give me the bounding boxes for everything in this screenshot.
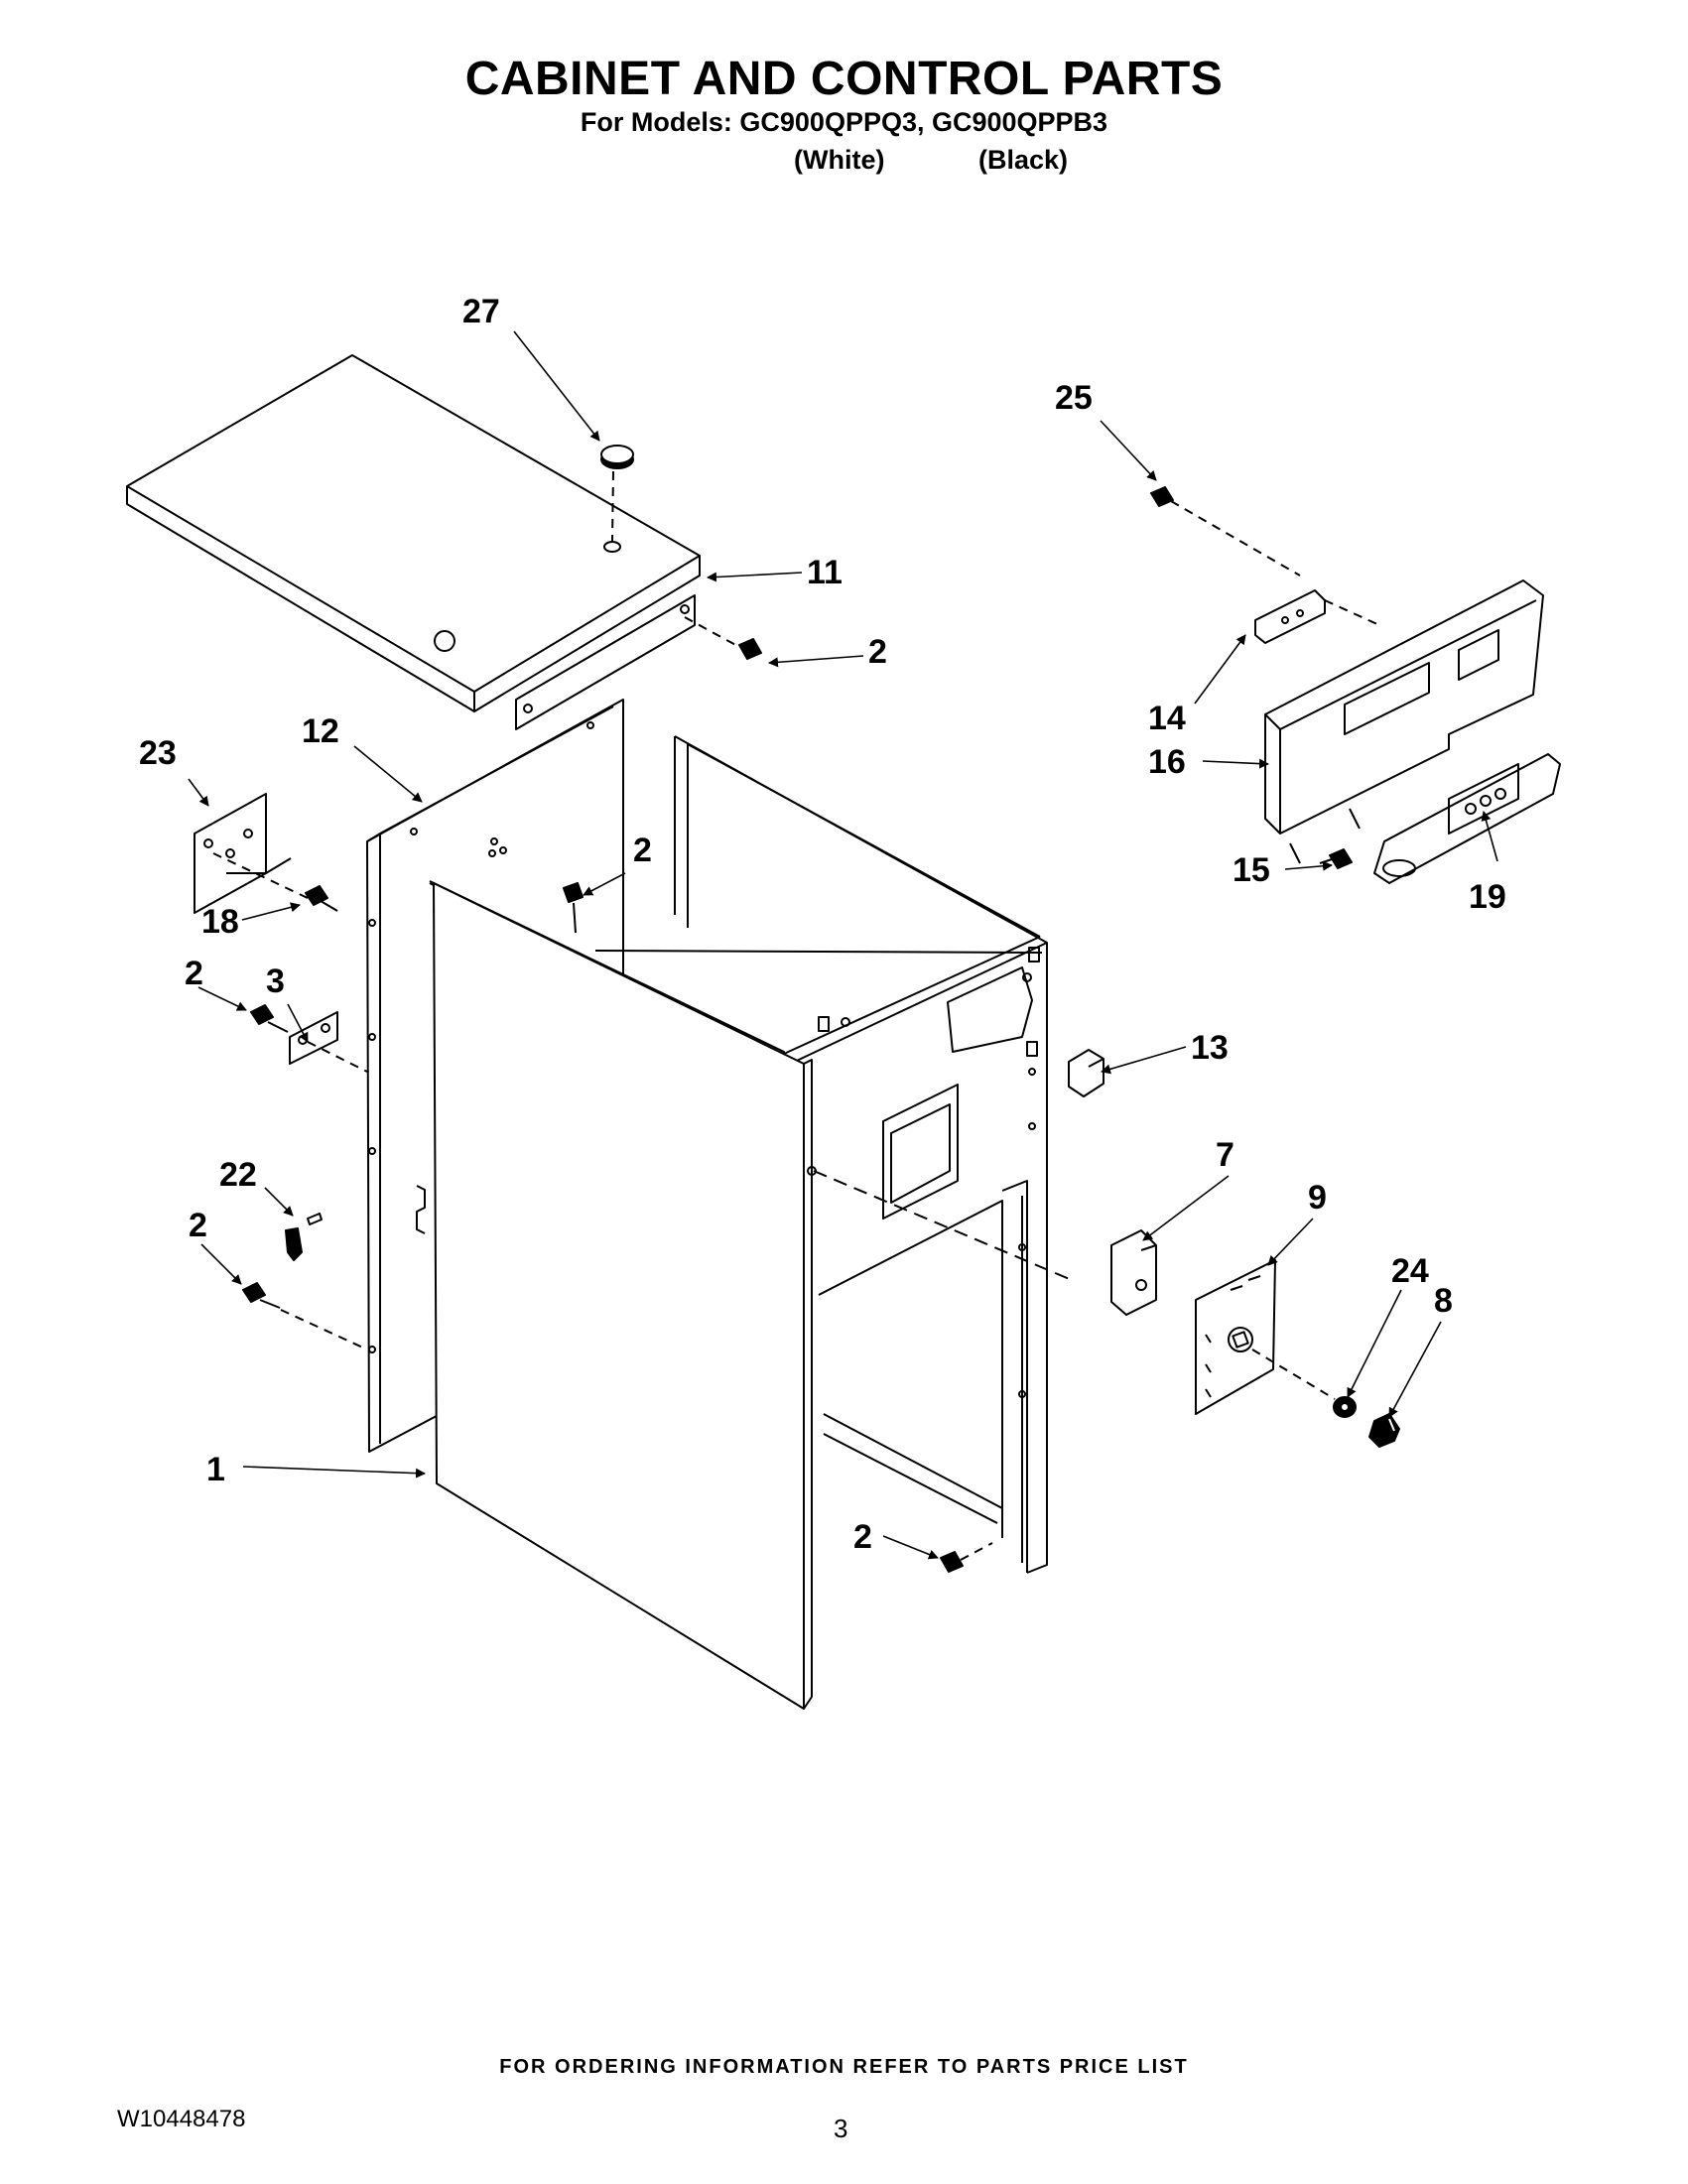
plate-part-9 xyxy=(1195,1259,1336,1415)
knob-part-8 xyxy=(1368,1413,1400,1448)
callout-numbers: 27 25 11 2 14 16 12 23 2 15 19 18 2 3 13… xyxy=(139,293,1506,1556)
switch-part-7 xyxy=(813,1170,1157,1316)
top-cover-part-11 xyxy=(126,354,701,730)
page-header: CABINET AND CONTROL PARTS For Models: GC… xyxy=(0,52,1688,138)
console-part-16 xyxy=(1264,579,1544,864)
callout-1: 1 xyxy=(206,1451,225,1488)
callout-23: 23 xyxy=(139,734,177,772)
callout-2-center: 2 xyxy=(633,832,652,869)
callout-2-top: 2 xyxy=(868,633,887,671)
plug-part-27 xyxy=(600,445,634,542)
screw-part-18 xyxy=(305,885,338,912)
callout-16: 16 xyxy=(1148,743,1186,781)
clip-part-22 xyxy=(285,1213,323,1261)
cabinet-frame xyxy=(429,735,1048,1574)
callout-2-low: 2 xyxy=(189,1207,207,1244)
document-number: W10448478 xyxy=(117,2106,246,2132)
callout-2-left: 2 xyxy=(185,955,203,992)
front-panel-part-1 xyxy=(433,882,813,1710)
screw-part-25 xyxy=(1150,486,1380,626)
ordering-note: FOR ORDERING INFORMATION REFER TO PARTS … xyxy=(499,2056,1189,2078)
callout-15: 15 xyxy=(1233,851,1270,889)
screw-part-2-top xyxy=(684,616,762,660)
nut-part-24 xyxy=(1333,1396,1357,1418)
leader-lines xyxy=(188,330,1498,1560)
bracket-part-14 xyxy=(1254,589,1326,644)
screw-part-2-left xyxy=(250,1004,289,1033)
screw-part-2-center xyxy=(563,882,584,934)
color-black-label: (Black) xyxy=(978,145,1069,175)
screw-part-2-low xyxy=(242,1282,368,1350)
screw-part-15 xyxy=(1319,848,1353,869)
screw-part-2-bottom xyxy=(940,1542,993,1573)
callout-14: 14 xyxy=(1148,700,1186,737)
overlay-part-19 xyxy=(1373,753,1561,884)
callout-13: 13 xyxy=(1191,1029,1229,1067)
callout-18: 18 xyxy=(201,903,239,941)
callout-11: 11 xyxy=(807,554,843,591)
callout-25: 25 xyxy=(1055,379,1093,417)
knob-part-13 xyxy=(1068,1049,1104,1097)
callout-3: 3 xyxy=(266,963,285,1000)
color-white-label: (White) xyxy=(794,145,885,175)
callout-12: 12 xyxy=(302,712,339,750)
models-line: For Models: GC900QPPQ3, GC900QPPB3 xyxy=(580,107,1108,137)
callout-24: 24 xyxy=(1391,1252,1429,1290)
callout-9: 9 xyxy=(1308,1179,1327,1217)
callout-2-bottom: 2 xyxy=(853,1518,872,1556)
callout-19: 19 xyxy=(1469,878,1506,916)
callout-8: 8 xyxy=(1434,1282,1453,1320)
bracket-part-3 xyxy=(289,1011,368,1073)
page-title: CABINET AND CONTROL PARTS xyxy=(464,53,1224,105)
page-number: 3 xyxy=(834,2114,848,2143)
callout-7: 7 xyxy=(1216,1136,1234,1174)
callout-22: 22 xyxy=(219,1156,257,1194)
callout-27: 27 xyxy=(462,293,500,330)
bracket-part-23 xyxy=(194,793,309,914)
